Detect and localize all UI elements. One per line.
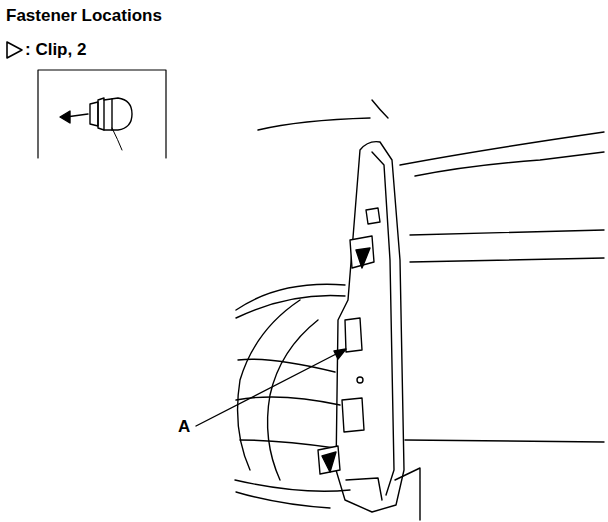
clip-icon [60, 98, 132, 150]
legend-text: : Clip, 2 [25, 40, 86, 60]
car-body [235, 100, 604, 520]
clip-symbol [7, 42, 22, 58]
diagram-title: Fastener Locations [6, 6, 162, 26]
splash-shield [318, 142, 404, 512]
part-label: A [176, 417, 192, 437]
inset-box [38, 70, 166, 158]
leader-line [196, 349, 346, 426]
